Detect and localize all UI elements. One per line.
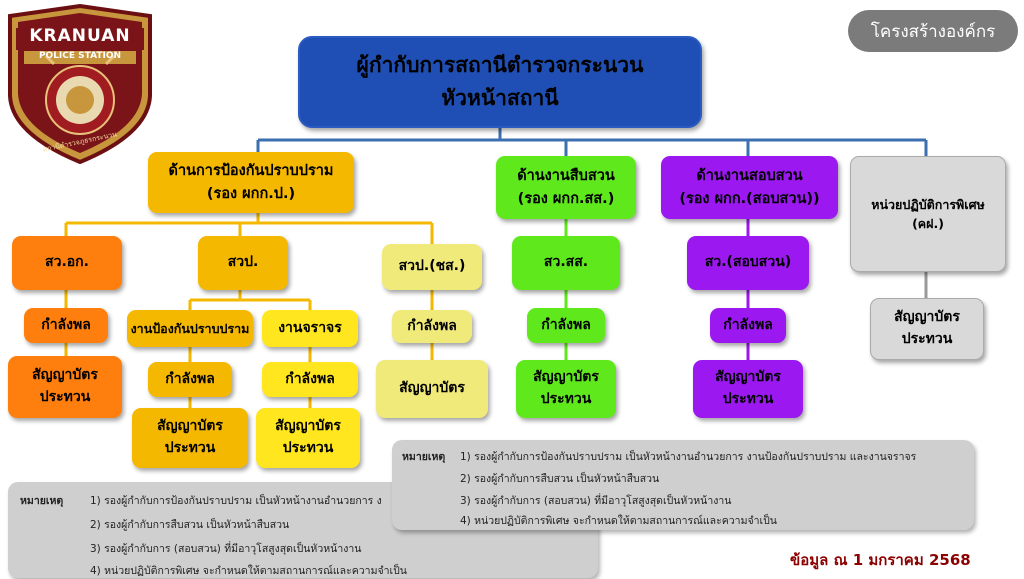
division-inquiry-title: ด้านงานสอบสวน <box>696 168 803 185</box>
logo-top-text: KRANUAN <box>29 26 131 46</box>
unit-prevention-force: กำลังพล <box>148 362 232 397</box>
unit-sawp-label: สวป. <box>227 254 259 271</box>
note-back-item-3: 3) รองผู้กำกับการ (สอบสวน) ที่มีอาวุโสสู… <box>90 543 362 555</box>
unit-sawot-contract-line2: ประทวน <box>39 389 91 405</box>
unit-traffic-contract-line2: ประทวน <box>282 440 334 456</box>
note-front: หมายเหตุ 1) รองผู้กำกับการป้องกันปราบปรา… <box>392 440 974 530</box>
unit-sawss-contract: สัญญาบัตร ประทวน <box>516 360 616 418</box>
unit-sawot-force: กำลังพล <box>24 308 108 343</box>
unit-sawot-contract: สัญญาบัตร ประทวน <box>8 356 122 418</box>
unit-inquiry-force: กำลังพล <box>710 308 786 343</box>
unit-special-contract: สัญญาบัตร ประทวน <box>870 298 984 360</box>
badge-label: โครงสร้างองค์กร <box>870 21 996 42</box>
unit-traffic-force-label: กำลังพล <box>285 370 335 387</box>
data-as-of: ข้อมูล ณ 1 มกราคม 2568 <box>790 551 971 569</box>
division-investigation: ด้านงานสืบสวน (รอง ผกก.สส.) <box>496 156 636 219</box>
unit-sawp-chs: สวป.(ชส.) <box>382 244 482 290</box>
unit-sawot-contract-line1: สัญญาบัตร <box>32 367 98 384</box>
unit-prevention-contract-line2: ประทวน <box>164 440 216 456</box>
note-back-item-4: 4) หน่วยปฏิบัติการพิเศษ จะกำหนดให้ตามสถา… <box>90 565 407 577</box>
note-back-title: หมายเหตุ <box>20 495 64 507</box>
logo-sub-text: POLICE STATION <box>38 51 122 61</box>
unit-traffic-contract-line1: สัญญาบัตร <box>275 418 341 435</box>
note-front-item-2: 2) รองผู้กำกับการสืบสวน เป็นหัวหน้าสืบสว… <box>460 473 660 485</box>
unit-sawss-contract-line2: ประทวน <box>540 391 592 407</box>
head-title: ผู้กำกับการสถานีตำรวจกระนวน <box>356 53 644 78</box>
unit-sawp-chs-force: กำลังพล <box>392 310 472 343</box>
head-subtitle: หัวหน้าสถานี <box>441 86 559 110</box>
division-special: หน่วยปฏิบัติการพิเศษ (คฝ.) <box>850 156 1006 272</box>
head-box: ผู้กำกับการสถานีตำรวจกระนวน หัวหน้าสถานี <box>298 36 702 128</box>
division-prevention-role: (รอง ผกก.ป.) <box>206 185 296 202</box>
unit-sawot-force-label: กำลังพล <box>41 316 91 333</box>
police-logo: KRANUAN POLICE STATION สถานีตำรวจภูธรกระ… <box>2 3 158 165</box>
note-front-item-1: 1) รองผู้กำกับการป้องกันปราบปราม เป็นหัว… <box>460 451 917 463</box>
division-special-role: (คฝ.) <box>912 216 944 231</box>
unit-traffic-label: งานจราจร <box>278 319 342 336</box>
unit-prevention-task-label: งานป้องกันปราบปราม <box>130 320 250 336</box>
unit-sawp-chs-contract-label: สัญญาบัตร <box>399 380 465 397</box>
unit-special-contract-line1: สัญญาบัตร <box>894 309 960 326</box>
unit-sawss: สว.สส. <box>512 236 620 290</box>
unit-traffic-force: กำลังพล <box>262 362 358 397</box>
org-structure-badge: โครงสร้างองค์กร <box>848 10 1018 52</box>
division-prevention: ด้านการป้องกันปราบปราม (รอง ผกก.ป.) <box>148 152 354 213</box>
unit-inquiry-force-label: กำลังพล <box>723 316 773 333</box>
unit-inquiry-contract-line1: สัญญาบัตร <box>715 369 781 386</box>
unit-special-contract-line2: ประทวน <box>901 331 953 347</box>
note-back-item-1: 1) รองผู้กำกับการป้องกันปราบปราม เป็นหัว… <box>90 495 382 507</box>
unit-prevention-contract: สัญญาบัตร ประทวน <box>132 408 248 468</box>
unit-traffic-contract: สัญญาบัตร ประทวน <box>256 408 360 468</box>
division-prevention-title: ด้านการป้องกันปราบปราม <box>168 163 334 180</box>
unit-sawss-force: กำลังพล <box>527 308 605 343</box>
division-investigation-title: ด้านงานสืบสวน <box>517 168 615 185</box>
note-front-title: หมายเหตุ <box>402 451 446 463</box>
unit-sawp-chs-force-label: กำลังพล <box>407 317 457 334</box>
note-back-item-2: 2) รองผู้กำกับการสืบสวน เป็นหัวหน้าสืบสว… <box>90 519 290 531</box>
unit-sawp-chs-label: สวป.(ชส.) <box>398 258 466 275</box>
unit-saw-inquiry-label: สว.(สอบสวน) <box>704 254 792 271</box>
unit-sawp: สวป. <box>198 236 288 290</box>
division-special-title: หน่วยปฏิบัติการพิเศษ <box>871 196 985 212</box>
unit-prevention-contract-line1: สัญญาบัตร <box>157 418 223 435</box>
unit-sawss-label: สว.สส. <box>543 254 589 271</box>
division-investigation-role: (รอง ผกก.สส.) <box>517 190 615 207</box>
unit-sawss-force-label: กำลังพล <box>541 316 591 333</box>
unit-sawot-label: สว.อก. <box>45 254 89 271</box>
unit-inquiry-contract: สัญญาบัตร ประทวน <box>693 360 803 418</box>
unit-prevention-task: งานป้องกันปราบปราม <box>127 310 253 347</box>
unit-sawp-chs-contract: สัญญาบัตร <box>376 360 488 418</box>
division-inquiry-role: (รอง ผกก.(สอบสวน)) <box>679 190 820 207</box>
division-inquiry: ด้านงานสอบสวน (รอง ผกก.(สอบสวน)) <box>661 156 838 219</box>
note-front-item-3: 3) รองผู้กำกับการ (สอบสวน) ที่มีอาวุโสสู… <box>460 495 732 507</box>
unit-inquiry-contract-line2: ประทวน <box>722 391 774 407</box>
unit-sawss-contract-line1: สัญญาบัตร <box>533 369 599 386</box>
unit-saw-inquiry: สว.(สอบสวน) <box>687 236 809 290</box>
unit-traffic: งานจราจร <box>262 310 358 347</box>
note-front-item-4: 4) หน่วยปฏิบัติการพิเศษ จะกำหนดให้ตามสถา… <box>460 515 777 527</box>
unit-prevention-force-label: กำลังพล <box>165 370 215 387</box>
unit-sawot: สว.อก. <box>12 236 122 290</box>
